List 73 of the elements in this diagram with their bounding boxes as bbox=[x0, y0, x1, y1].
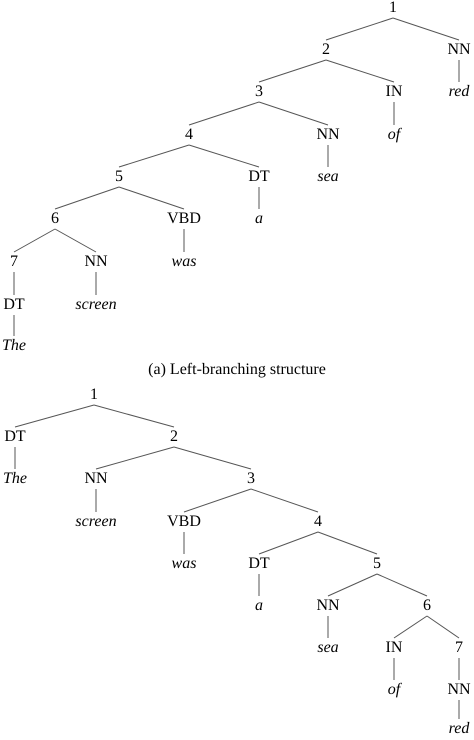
tree-node-label: 7 bbox=[10, 254, 18, 270]
word-text: screen bbox=[75, 297, 117, 313]
word-text: screen bbox=[75, 514, 117, 530]
tree-node-label: 4 bbox=[185, 127, 193, 143]
tree-node-label: 6 bbox=[51, 211, 59, 227]
tree-branch-line bbox=[458, 60, 460, 82]
tree-branch-line bbox=[14, 404, 94, 428]
tree-branch-line bbox=[258, 102, 328, 126]
tree-node-label: 4 bbox=[314, 514, 322, 530]
tree-node-label: VBD bbox=[167, 514, 201, 530]
tree-branch-line bbox=[188, 102, 260, 126]
word-text: a bbox=[255, 598, 263, 614]
tree-node-label: NN bbox=[316, 127, 340, 143]
tree-node-label: IN bbox=[386, 84, 402, 100]
tree-node-label: 2 bbox=[322, 42, 330, 58]
word-text: The bbox=[2, 338, 26, 354]
tree-branch-line bbox=[258, 60, 326, 82]
tree-branch-line bbox=[14, 446, 16, 470]
word-text: of bbox=[388, 127, 400, 143]
tree-branch-line bbox=[318, 532, 378, 554]
word-text: was bbox=[172, 556, 196, 572]
word-text: sea bbox=[317, 169, 339, 185]
word-text: sea bbox=[317, 640, 339, 656]
tree-branch-line bbox=[188, 144, 260, 168]
word-text: of bbox=[388, 682, 400, 698]
tree-branch-line bbox=[118, 144, 190, 168]
tree-branch-line bbox=[258, 532, 318, 554]
tree-node-label: NN bbox=[316, 598, 340, 614]
tree-branch-line bbox=[394, 616, 428, 638]
tree-node-label: 1 bbox=[90, 387, 98, 403]
word-text: red bbox=[448, 84, 470, 100]
caption: (a) Left-branching structure bbox=[148, 362, 326, 378]
tree-node-label: 2 bbox=[170, 429, 178, 445]
tree-branch-line bbox=[174, 446, 252, 470]
tree-branch-line bbox=[426, 616, 460, 638]
tree-node-label: DT bbox=[248, 169, 270, 185]
tree-branch-line bbox=[376, 574, 428, 596]
tree-branch-line bbox=[326, 60, 394, 82]
tree-branch-line bbox=[118, 186, 184, 210]
tree-branch-line bbox=[458, 658, 460, 680]
tree-branch-line bbox=[250, 488, 318, 512]
tree-node-label: NN bbox=[447, 682, 471, 698]
tree-node-label: 5 bbox=[373, 556, 381, 572]
tree-node-label: DT bbox=[4, 429, 26, 445]
tree-node-label: NN bbox=[84, 471, 108, 487]
word-text: The bbox=[3, 471, 27, 487]
tree-branch-line bbox=[54, 228, 96, 252]
tree-node-label: 3 bbox=[255, 84, 263, 100]
tree-branch-line bbox=[328, 574, 378, 596]
tree-node-label: VBD bbox=[167, 211, 201, 227]
tree-node-label: 7 bbox=[455, 640, 463, 656]
tree-node-label: 1 bbox=[389, 0, 397, 16]
tree-branch-line bbox=[14, 228, 56, 252]
tree-node-label: 5 bbox=[115, 169, 123, 185]
tree-branch-line bbox=[458, 700, 460, 720]
tree-node-label: NN bbox=[84, 254, 108, 270]
tree-branch-line bbox=[258, 186, 260, 210]
tree-branch-line bbox=[94, 404, 174, 428]
word-text: red bbox=[448, 721, 470, 737]
tree-branch-line bbox=[392, 18, 460, 40]
tree-branch-line bbox=[184, 488, 252, 512]
word-text: was bbox=[172, 254, 196, 270]
tree-node-label: 6 bbox=[423, 598, 431, 614]
tree-node-label: DT bbox=[3, 297, 25, 313]
tree-node-label: DT bbox=[248, 556, 270, 572]
tree-node-label: NN bbox=[447, 42, 471, 58]
tree-branch-line bbox=[258, 574, 260, 596]
tree-branch-line bbox=[96, 446, 174, 470]
word-text: a bbox=[255, 211, 263, 227]
tree-node-label: IN bbox=[386, 640, 402, 656]
tree-node-label: 3 bbox=[247, 471, 255, 487]
tree-branch-line bbox=[326, 18, 394, 40]
tree-branch-line bbox=[54, 186, 120, 210]
